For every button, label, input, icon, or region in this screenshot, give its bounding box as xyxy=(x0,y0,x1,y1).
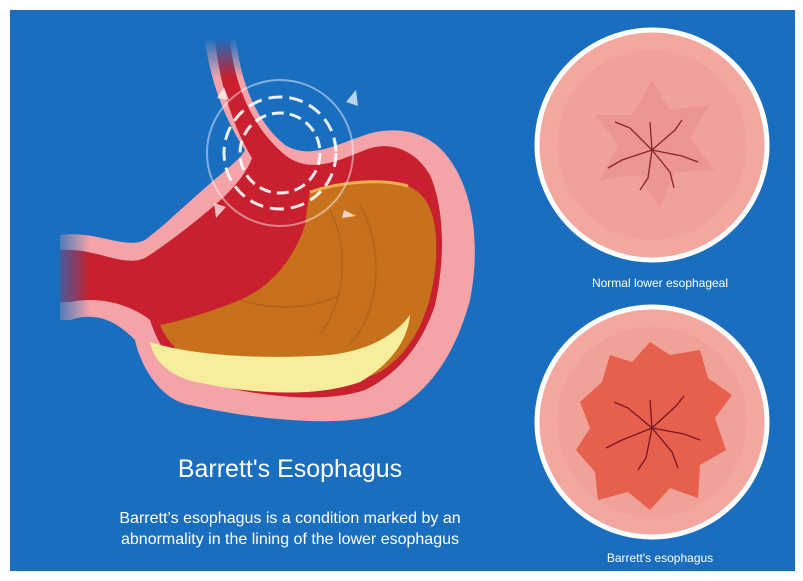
normal-caption: Normal lower esophageal xyxy=(540,276,780,290)
barrett-caption: Barrett's esophagus xyxy=(540,551,780,565)
diagram-panel: Barrett's Esophagus Barrett’s esophagus … xyxy=(10,10,795,571)
description: Barrett’s esophagus is a condition marke… xyxy=(30,508,550,550)
normal-esophagus-view xyxy=(537,30,767,260)
barrett-esophagus-view xyxy=(537,307,767,537)
description-line-1: Barrett’s esophagus is a condition marke… xyxy=(30,508,550,529)
description-line-2: abnormality in the lining of the lower e… xyxy=(30,529,550,550)
stomach-illustration xyxy=(50,38,475,421)
illustration xyxy=(10,10,795,571)
page-title: Barrett's Esophagus xyxy=(70,455,510,484)
